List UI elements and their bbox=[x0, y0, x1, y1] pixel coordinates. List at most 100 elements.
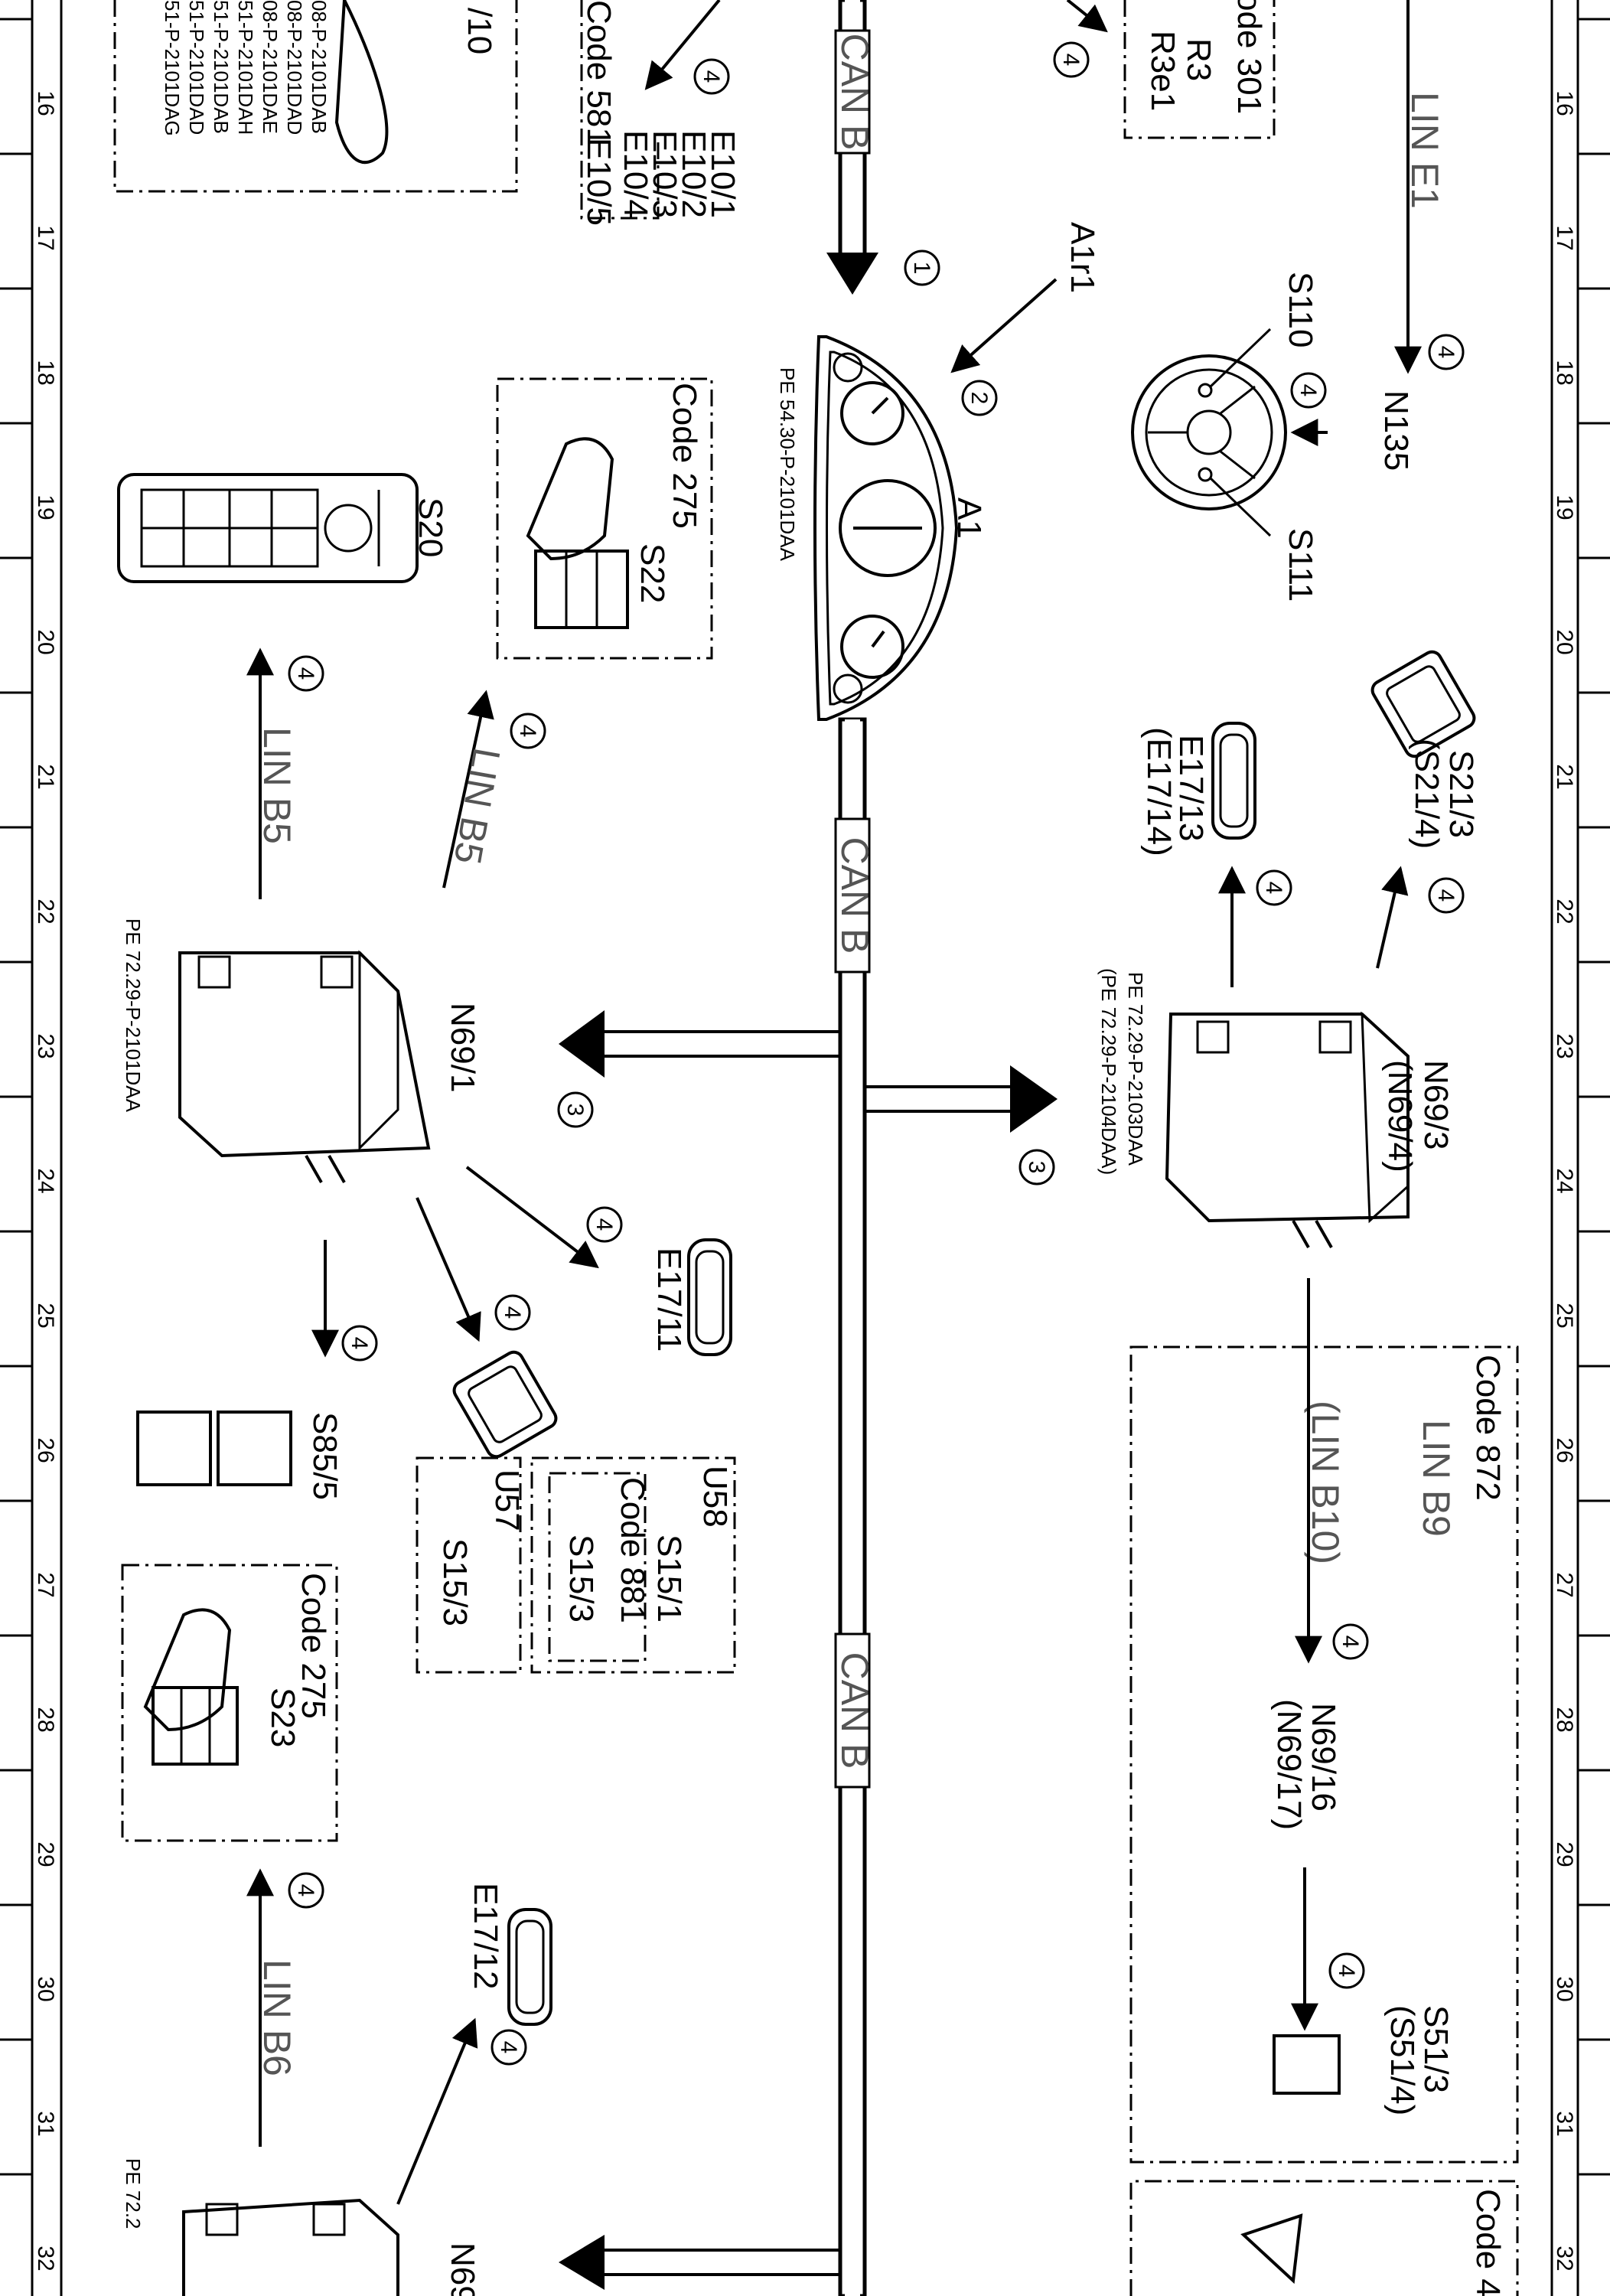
svg-text:R3e1: R3e1 bbox=[1144, 31, 1181, 111]
e17-12-light: E17/12 bbox=[396, 1883, 552, 2205]
callout-circle bbox=[1290, 372, 1327, 409]
callout-number: 4 bbox=[496, 2041, 521, 2054]
lin-b6-link: LIN B6 bbox=[246, 1868, 298, 2147]
svg-text:PE 72.29-P-2103DAA: PE 72.29-P-2103DAA bbox=[1124, 972, 1147, 1166]
grid-number: 25 bbox=[1552, 1303, 1577, 1328]
callout-circle bbox=[341, 1325, 378, 1362]
svg-text:(S21/4): (S21/4) bbox=[1408, 739, 1445, 849]
svg-text:U58: U58 bbox=[696, 1466, 734, 1528]
callout-number: 3 bbox=[1024, 1161, 1049, 1174]
s21-3-switch: S21/3 (S21/4) bbox=[1370, 650, 1480, 969]
svg-text:/10: /10 bbox=[461, 8, 498, 54]
lin-e1-link: LIN E1 bbox=[1394, 0, 1446, 374]
svg-text:E17/12: E17/12 bbox=[467, 1883, 504, 1989]
callout-circle bbox=[557, 1091, 594, 1128]
svg-text:ode 301: ode 301 bbox=[1230, 0, 1268, 114]
callout-number: 4 bbox=[347, 1337, 372, 1350]
callout-number: 4 bbox=[1261, 882, 1286, 895]
code-301-group: ode 301 R3 R3e1 bbox=[1066, 0, 1276, 139]
svg-text:E10/3: E10/3 bbox=[646, 130, 683, 218]
svg-text:CAN B: CAN B bbox=[833, 837, 876, 954]
callout-number: 4 bbox=[1295, 384, 1321, 397]
svg-text:Code 881: Code 881 bbox=[614, 1477, 651, 1623]
e17-11-light: E17/11 bbox=[465, 1166, 732, 1356]
grid-number: 27 bbox=[1552, 1572, 1577, 1597]
svg-text:(E17/14): (E17/14) bbox=[1140, 727, 1178, 856]
svg-text:S51/3: S51/3 bbox=[1417, 2005, 1455, 2093]
svg-text:S111: S111 bbox=[1282, 528, 1319, 602]
callout-number: 4 bbox=[1433, 346, 1458, 359]
callout-circle bbox=[1256, 869, 1292, 906]
grid-number: 22 bbox=[1552, 899, 1577, 924]
svg-text:PE 54.30-P-2101DAA: PE 54.30-P-2101DAA bbox=[776, 367, 799, 562]
e17-13-light: E17/13 (E17/14) bbox=[1140, 722, 1256, 987]
can-b-bus bbox=[559, 0, 1058, 2296]
svg-text:U57: U57 bbox=[488, 1469, 526, 1531]
grid-number: 25 bbox=[33, 1303, 58, 1328]
grid-number: 17 bbox=[1552, 225, 1577, 250]
callout-circle bbox=[288, 1872, 324, 1909]
grid-number: 23 bbox=[33, 1033, 58, 1058]
svg-text:E10/5: E10/5 bbox=[580, 138, 618, 226]
s20-switch-panel: S20 bbox=[117, 473, 449, 583]
callout-circle bbox=[1018, 1149, 1055, 1186]
grid-number: 24 bbox=[1552, 1168, 1577, 1193]
callout-number: 2 bbox=[966, 392, 992, 405]
svg-text:E17/11: E17/11 bbox=[650, 1247, 688, 1352]
pe-ref-a1: PE 54.30-P-2101DAA bbox=[776, 367, 799, 562]
grid-number: 29 bbox=[1552, 1841, 1577, 1867]
svg-text:PE 72.2: PE 72.2 bbox=[122, 2158, 145, 2229]
pe-ref-n69-3: PE 72.29-P-2103DAA (PE 72.29-P-2104DAA) bbox=[1097, 968, 1147, 1175]
svg-text:R3: R3 bbox=[1180, 38, 1217, 81]
n69-3-module: N69/3 (N69/4) bbox=[1165, 1011, 1455, 1248]
svg-text:E10/1: E10/1 bbox=[704, 130, 741, 218]
u57-u58-group: U57 S15/3 U58 S15/1 Code 881 S15/3 bbox=[416, 1456, 736, 1674]
callout-number: 4 bbox=[1338, 1636, 1363, 1649]
svg-text:(N69/4): (N69/4) bbox=[1381, 1060, 1419, 1172]
svg-text:N135: N135 bbox=[1377, 390, 1415, 471]
grid-number: 19 bbox=[1552, 494, 1577, 520]
callout-circle bbox=[961, 380, 998, 416]
svg-text:CAN B: CAN B bbox=[833, 1652, 876, 1769]
svg-text:E10/2: E10/2 bbox=[675, 130, 712, 218]
callout-number: 4 bbox=[1433, 889, 1458, 902]
svg-text:Code 275: Code 275 bbox=[666, 383, 703, 529]
svg-text:N69/1: N69/1 bbox=[444, 1003, 481, 1092]
grid-number: 21 bbox=[33, 764, 58, 789]
grid-number: 19 bbox=[33, 494, 58, 520]
grid-number: 31 bbox=[33, 2111, 58, 2136]
grid-number: 16 bbox=[1552, 90, 1577, 116]
grid-number: 32 bbox=[33, 2245, 58, 2271]
code-581-group: Code 581 E10/5 E10/4 E10/3 E10/2 E10/1 bbox=[580, 0, 741, 226]
grid-number: 18 bbox=[1552, 360, 1577, 385]
grid-number: 23 bbox=[1552, 1033, 1577, 1058]
svg-text:(N69/17): (N69/17) bbox=[1270, 1699, 1308, 1830]
grid-number: 21 bbox=[1552, 764, 1577, 789]
svg-text:51-P-2101DAH: 51-P-2101DAH bbox=[234, 0, 257, 135]
svg-text:CAN B: CAN B bbox=[833, 34, 876, 151]
code-4-partial-group: Code 4 bbox=[1129, 2180, 1519, 2296]
grid-number: 18 bbox=[33, 360, 58, 385]
svg-text:N69: N69 bbox=[444, 2242, 481, 2296]
svg-text:S15/3: S15/3 bbox=[436, 1538, 474, 1626]
svg-text:S110: S110 bbox=[1282, 272, 1319, 348]
svg-text:S85/5: S85/5 bbox=[306, 1412, 344, 1500]
svg-text:Code 581: Code 581 bbox=[580, 0, 618, 146]
svg-text:08-P-2101DAD: 08-P-2101DAD bbox=[283, 0, 306, 135]
svg-text:51-P-2101DAG: 51-P-2101DAG bbox=[161, 0, 184, 136]
grid-number: 27 bbox=[33, 1572, 58, 1597]
pe-ref-n69-1: PE 72.29-P-2101DAA bbox=[122, 918, 145, 1113]
callout-number: 4 bbox=[515, 725, 540, 738]
svg-text:08-P-2101DAB: 08-P-2101DAB bbox=[308, 0, 331, 134]
grid-number: 26 bbox=[1552, 1437, 1577, 1463]
right-grid-strip bbox=[1550, 0, 1579, 2296]
callout-circle bbox=[1428, 334, 1465, 370]
callout-circle bbox=[1332, 1623, 1369, 1660]
svg-text:A1: A1 bbox=[950, 497, 988, 539]
grid-number: 28 bbox=[1552, 1707, 1577, 1732]
grid-number: 28 bbox=[33, 1707, 58, 1732]
svg-text:S22: S22 bbox=[634, 543, 671, 603]
callout-circle bbox=[1428, 877, 1465, 914]
